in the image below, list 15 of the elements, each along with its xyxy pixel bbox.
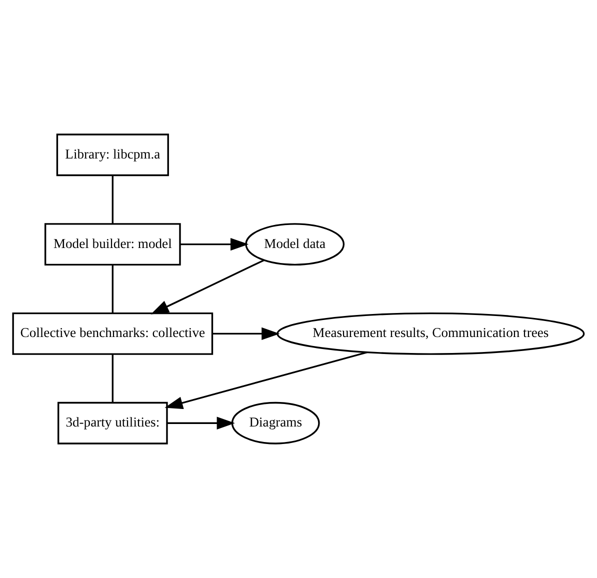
node-box: Collective benchmarks: collective xyxy=(12,312,214,355)
node-box: 3d-party utilities: xyxy=(58,402,168,444)
arrow xyxy=(150,259,264,314)
node-ellipse: Measurement results, Communication trees xyxy=(276,312,585,355)
connector xyxy=(112,354,114,403)
arrow xyxy=(164,351,368,410)
node-ellipse: Diagrams xyxy=(231,402,320,444)
node-box: Model builder: model xyxy=(44,223,181,266)
connector xyxy=(112,175,114,224)
node-ellipse: Model data xyxy=(245,223,345,266)
arrow xyxy=(212,327,280,340)
node-box: Library: libcpm.a xyxy=(56,134,169,176)
connector xyxy=(112,264,114,314)
arrow xyxy=(167,416,235,430)
arrow xyxy=(180,238,249,251)
